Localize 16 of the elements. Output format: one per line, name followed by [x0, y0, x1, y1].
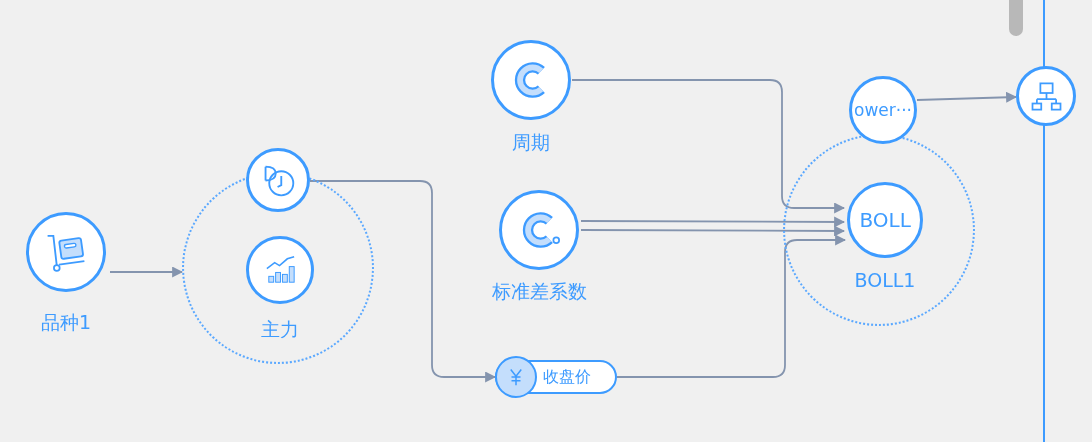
node-label: 品种1 — [41, 312, 92, 332]
node-label: BOLL — [859, 210, 911, 230]
node-label: BOLL1 — [854, 270, 916, 290]
node-label: 周期 — [512, 132, 550, 152]
node-label: 主力 — [261, 319, 299, 339]
arrow — [916, 91, 1018, 103]
arrow — [109, 266, 184, 278]
arrow — [309, 180, 497, 383]
arrow — [580, 216, 846, 228]
arrow — [616, 234, 847, 378]
node-label: ower··· — [854, 100, 912, 120]
node-label: 标准差系数 — [491, 281, 587, 301]
arrow — [580, 225, 846, 237]
dotted-group-circle — [783, 134, 975, 326]
arrow — [571, 79, 846, 214]
node-label: 收盘价 — [543, 367, 591, 387]
